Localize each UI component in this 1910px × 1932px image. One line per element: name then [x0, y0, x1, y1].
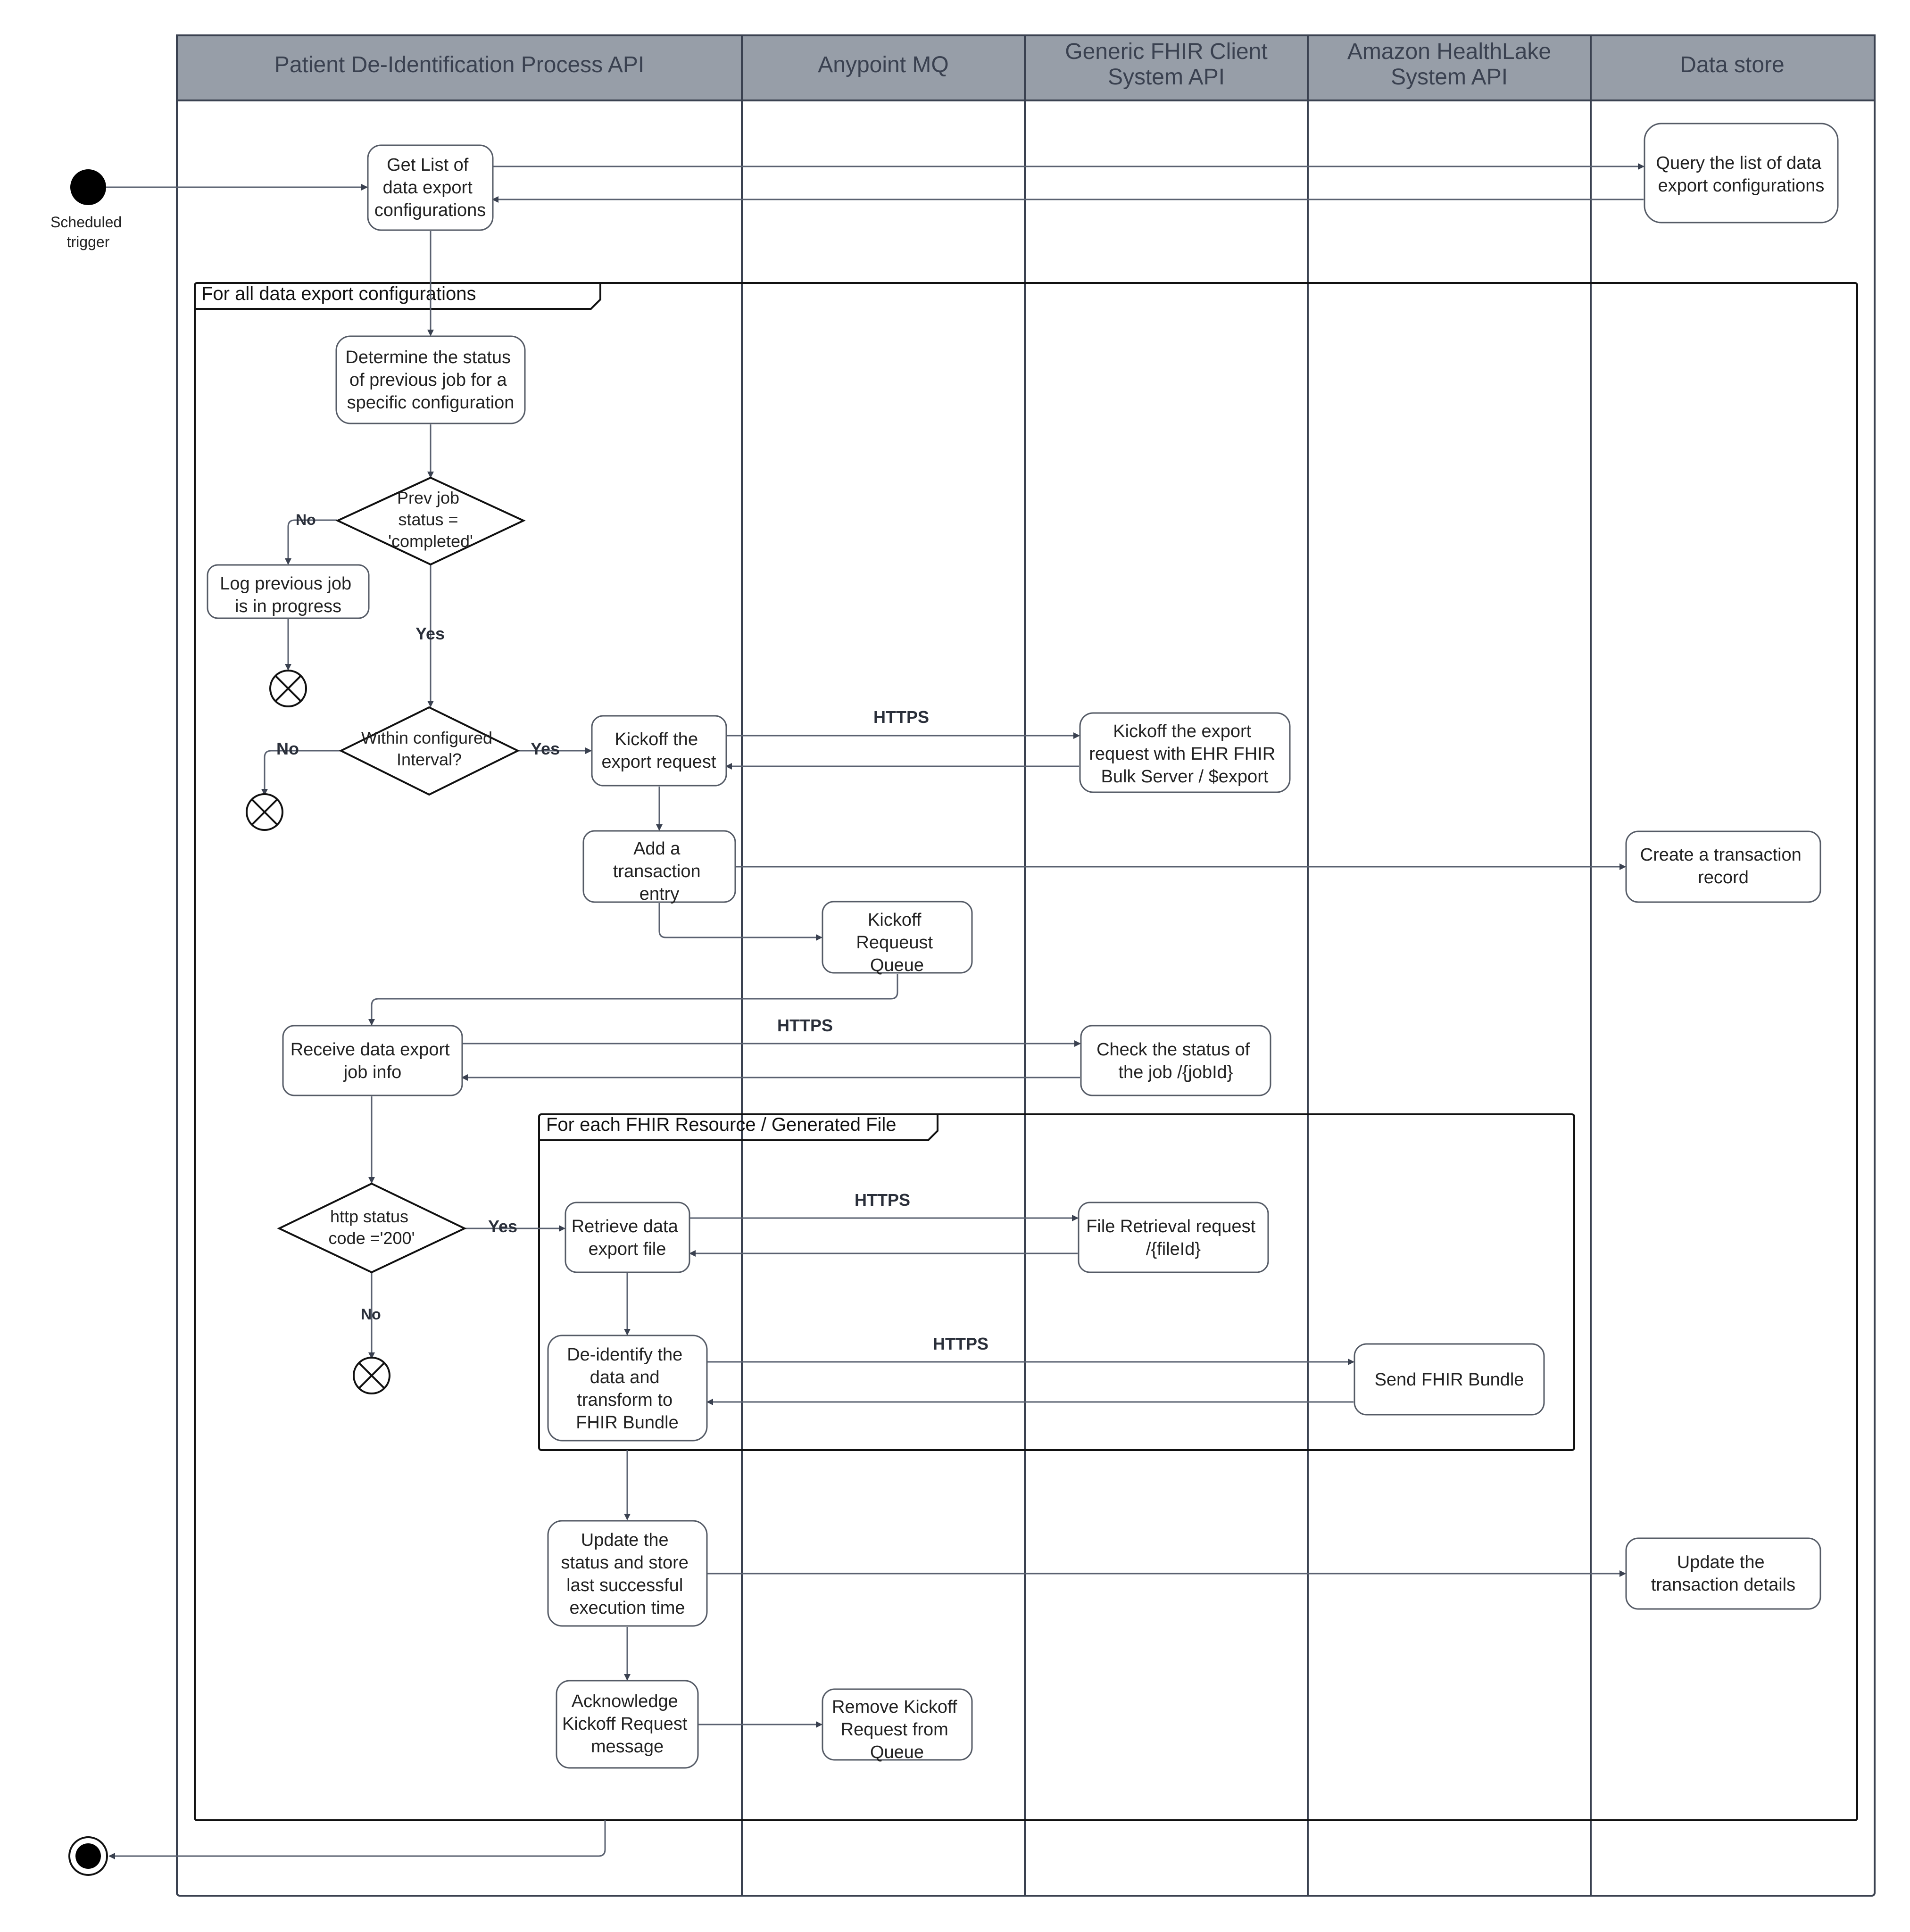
flow-final-node-interval — [246, 793, 283, 831]
action-kickoff-export: Kickoff the export request — [591, 715, 727, 787]
action-add-transaction: Add a transaction entry — [582, 830, 736, 904]
edge-labels: No Yes No Yes HTTPS HTTPS Yes No HTTPS H… — [276, 511, 988, 1353]
svg-text:Determine the status of: Determine the status of previous job for… — [345, 348, 515, 413]
action-update-details: Update the transaction details — [1625, 1537, 1821, 1610]
lane-header-data-store: Data store — [1680, 52, 1784, 77]
decision-http-status: http status code ='200' — [277, 1182, 467, 1274]
svg-text:Prev job status =: Prev job status = 'completed' — [388, 488, 473, 551]
flow-final-node-http — [353, 1357, 390, 1394]
label-https-file: HTTPS — [855, 1190, 910, 1210]
action-log-prev-job: Log previous job is in progress — [207, 564, 370, 619]
action-deidentify: De-identify the data and transform to FH… — [547, 1335, 708, 1442]
action-acknowledge: Acknowledge Kickoff Request message — [556, 1680, 699, 1769]
svg-text:Acknowledge Kickoff Requ: Acknowledge Kickoff Request message — [562, 1692, 692, 1757]
svg-text:Retrieve data export fil: Retrieve data export file — [572, 1217, 683, 1259]
action-get-list: Get List of data export configurations — [367, 144, 494, 231]
label-https-bundle: HTTPS — [933, 1334, 988, 1353]
label-no-prev-job: No — [296, 511, 316, 528]
svg-text:Kickoff the export reque: Kickoff the export request with EHR FHIR… — [1089, 721, 1280, 787]
frame-all-configurations-label: For all data export configurations — [201, 283, 476, 304]
lane-header-anypoint-mq: Anypoint MQ — [818, 52, 948, 77]
svg-text:De-identify the data and: De-identify the data and transform to FH… — [567, 1345, 688, 1433]
action-send-fhir-bundle: Send FHIR Bundle — [1354, 1343, 1545, 1416]
action-create-record: Create a transaction record — [1625, 830, 1821, 903]
decision-within-interval: Within configured Interval? — [339, 706, 520, 796]
svg-text:Add a transaction: Add a transaction entry — [613, 839, 706, 904]
edges — [106, 163, 1644, 1859]
lane-header-process-api: Patient De-Identification Process API — [274, 52, 644, 77]
action-check-status: Check the status of the job /{jobId} — [1080, 1025, 1271, 1096]
frame-each-fhir-resource: For each FHIR Resource / Generated File — [538, 1113, 1575, 1451]
svg-text:http status code ='200': http status code ='200' — [329, 1207, 415, 1248]
action-determine-status: Determine the status of previous job for… — [335, 335, 526, 424]
svg-text:File Retrieval request /: File Retrieval request /{fileId} — [1086, 1217, 1261, 1259]
action-remove-from-queue: Remove Kickoff Request from Queue — [822, 1688, 973, 1762]
flow-final-node-prev-job — [269, 670, 307, 707]
svg-text:Query the list of data e: Query the list of data export configurat… — [1656, 153, 1826, 196]
label-https-check-status: HTTPS — [777, 1016, 833, 1035]
label-yes-prev-job: Yes — [415, 624, 445, 643]
action-kickoff-queue: Kickoff Requeust Queue — [822, 901, 973, 975]
label-no-interval: No — [276, 739, 299, 758]
svg-text:Log previous job is in p: Log previous job is in progress — [220, 574, 356, 616]
activity-final-node — [68, 1836, 108, 1876]
svg-text:Get List of data export: Get List of data export configurations — [374, 155, 486, 220]
action-kickoff-ehr: Kickoff the export request with EHR FHIR… — [1079, 712, 1291, 793]
action-update-status: Update the status and store last success… — [547, 1520, 708, 1627]
action-file-retrieval-request: File Retrieval request /{fileId} — [1078, 1202, 1269, 1273]
action-retrieve-file: Retrieve data export file — [565, 1202, 690, 1273]
svg-text:Kickoff the export reque: Kickoff the export request — [602, 730, 716, 772]
decision-prev-job-completed: Prev job status = 'completed' — [335, 476, 526, 566]
label-yes-http: Yes — [488, 1217, 517, 1236]
frame-each-fhir-resource-label: For each FHIR Resource / Generated File — [546, 1114, 897, 1135]
start-node-label: Scheduled trigger — [50, 214, 126, 250]
svg-text:Remove Kickoff Request f: Remove Kickoff Request from Queue — [832, 1697, 962, 1762]
svg-text:Send FHIR Bundle: Send FHIR Bundle — [1375, 1370, 1524, 1390]
label-no-http: No — [361, 1306, 381, 1323]
svg-text:Update the status and st: Update the status and store last success… — [561, 1530, 694, 1618]
svg-text:Create a transaction rec: Create a transaction record — [1640, 845, 1807, 887]
start-node: Scheduled trigger — [50, 169, 126, 250]
svg-text:Update the transaction d: Update the transaction details — [1651, 1552, 1795, 1595]
swimlanes — [176, 34, 1876, 1897]
svg-text:Check the status of the: Check the status of the job /{jobId} — [1096, 1040, 1255, 1082]
svg-text:Within configured Interv: Within configured Interval? — [361, 728, 497, 769]
svg-text:Kickoff Requeust Q: Kickoff Requeust Queue — [856, 910, 938, 975]
label-yes-interval: Yes — [531, 739, 560, 758]
label-https-kickoff: HTTPS — [873, 707, 929, 727]
svg-text:Receive data export job: Receive data export job info — [291, 1040, 455, 1082]
action-receive-job-info: Receive data export job info — [282, 1025, 463, 1096]
action-query-list: Query the list of data export configurat… — [1644, 123, 1839, 224]
